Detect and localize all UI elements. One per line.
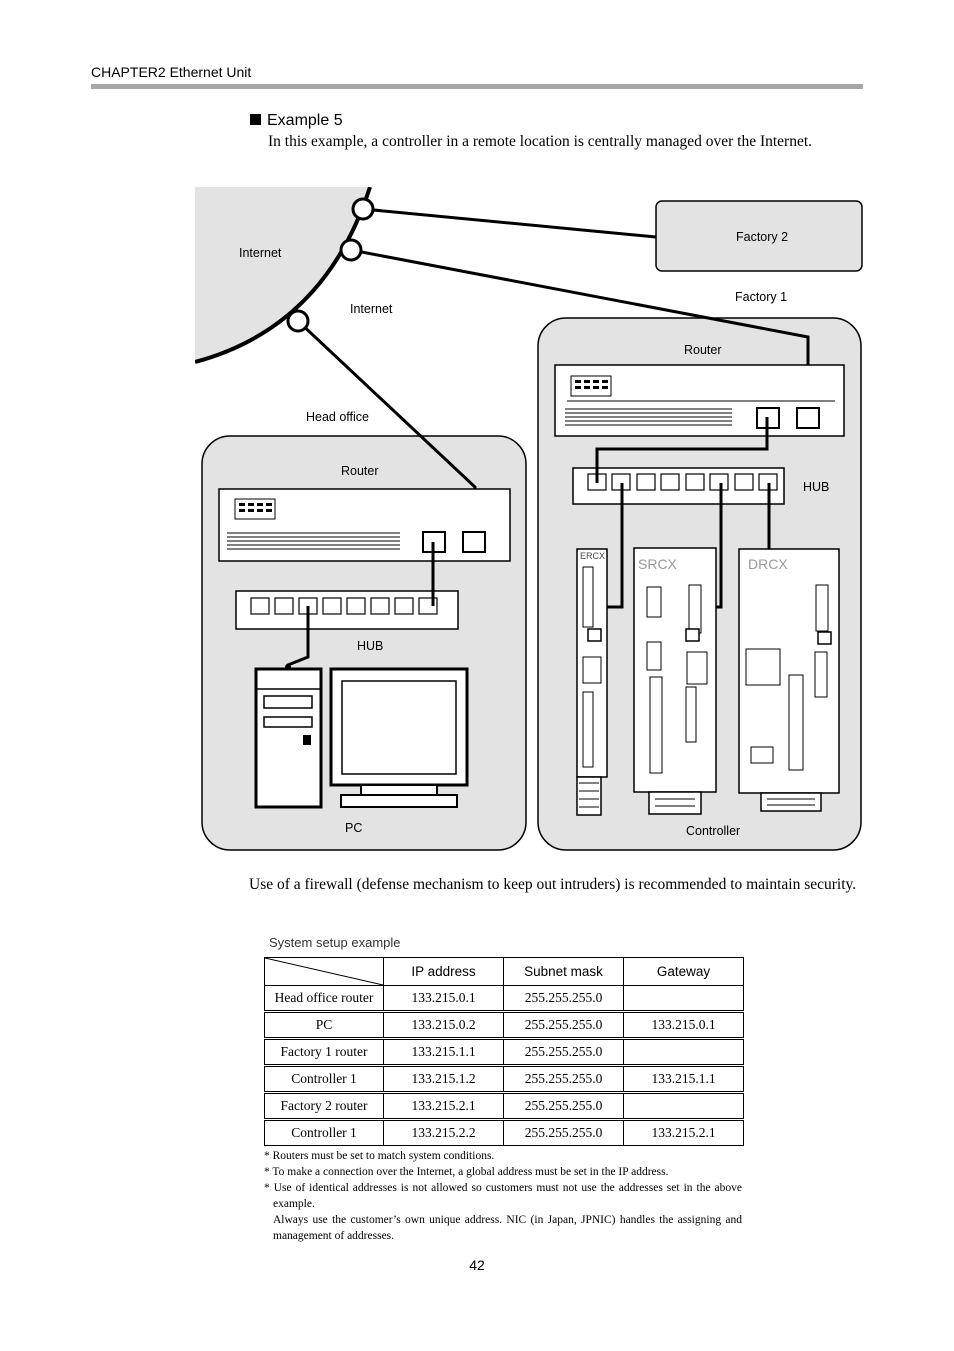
internet-cloud: [195, 187, 370, 362]
row-gateway: 133.215.2.1: [623, 1118, 744, 1146]
label-hub-factory: HUB: [803, 480, 829, 494]
row-mask: 255.255.255.0: [503, 985, 624, 1012]
table-row: Head office router 133.215.0.1 255.255.2…: [264, 985, 744, 1012]
row-gateway: 133.215.0.1: [623, 1010, 744, 1039]
table-row: Controller 1 133.215.2.2 255.255.255.0 1…: [264, 1118, 744, 1146]
row-ip: 133.215.1.2: [383, 1064, 504, 1093]
row-mask: 255.255.255.0: [503, 1010, 624, 1039]
label-factory-2: Factory 2: [736, 230, 788, 244]
head-office-hub: [235, 590, 459, 630]
head-office-router: [218, 488, 511, 562]
lan-router-hub-factory: [595, 417, 769, 483]
label-pc: PC: [345, 821, 362, 835]
row-ip: 133.215.0.1: [383, 985, 504, 1012]
column-header-mask: Subnet mask: [503, 957, 624, 986]
row-gateway: [623, 985, 744, 1012]
row-name: Head office router: [264, 985, 384, 1012]
table-row: Controller 1 133.215.1.2 255.255.255.0 1…: [264, 1064, 744, 1093]
row-gateway: 133.215.1.1: [623, 1064, 744, 1093]
label-router-head: Router: [341, 464, 379, 478]
row-name: Factory 2 router: [264, 1091, 384, 1120]
corner-diagonal: [265, 958, 383, 985]
table-caption: System setup example: [269, 935, 401, 950]
wan-line-factory-2: [362, 207, 657, 239]
example-title: Example 5: [267, 112, 343, 129]
chapter-header: CHAPTER2 Ethernet Unit: [91, 64, 252, 80]
footnote: * Use of identical addresses is not allo…: [264, 1182, 742, 1210]
row-gateway: [623, 1037, 744, 1066]
label-controller: Controller: [686, 824, 740, 838]
row-mask: 255.255.255.0: [503, 1118, 624, 1146]
label-router-factory: Router: [684, 343, 722, 357]
row-ip: 133.215.2.2: [383, 1118, 504, 1146]
row-ip: 133.215.2.1: [383, 1091, 504, 1120]
label-internet-1: Internet: [239, 246, 282, 260]
row-gateway: [623, 1091, 744, 1120]
internet-node-1: [351, 197, 375, 221]
label-internet-2: Internet: [350, 302, 393, 316]
label-factory-1: Factory 1: [735, 290, 787, 304]
pc-tower: [254, 667, 323, 809]
pc-monitor: [329, 667, 469, 808]
factory-1-hub: [572, 467, 785, 505]
row-ip: 133.215.1.1: [383, 1037, 504, 1066]
row-mask: 255.255.255.0: [503, 1091, 624, 1120]
network-diagram: ERCX SRCX DRCX Internet Internet F: [195, 187, 863, 851]
footnote: * Routers must be set to match system co…: [264, 1150, 495, 1162]
example-description: In this example, a controller in a remot…: [268, 133, 813, 150]
internet-boundary: [195, 187, 372, 364]
row-mask: 255.255.255.0: [503, 1064, 624, 1093]
square-bullet-icon: [250, 114, 261, 125]
label-hub-head: HUB: [357, 639, 383, 653]
drcx-controller: DRCX: [738, 548, 840, 812]
row-mask: 255.255.255.0: [503, 1037, 624, 1066]
svg-text:SRCX: SRCX: [638, 556, 678, 572]
header-rule: [91, 84, 863, 89]
svg-text:DRCX: DRCX: [748, 556, 788, 572]
firewall-paragraph: Use of a firewall (defense mechanism to …: [249, 876, 857, 893]
table-row: Factory 2 router 133.215.2.1 255.255.255…: [264, 1091, 744, 1120]
table-corner-cell: [264, 957, 384, 986]
ercx-controller: ERCX: [576, 548, 608, 816]
row-name: Controller 1: [264, 1064, 384, 1093]
example-heading: Example 5: [250, 112, 343, 130]
srcx-controller: SRCX: [633, 547, 717, 815]
page-number: 42: [469, 1257, 485, 1273]
column-header-ip: IP address: [383, 957, 504, 986]
footnote-continuation: Always use the customer’s own unique add…: [273, 1214, 742, 1242]
row-ip: 133.215.0.2: [383, 1010, 504, 1039]
row-name: Controller 1: [264, 1118, 384, 1146]
row-name: Factory 1 router: [264, 1037, 384, 1066]
footnote: * To make a connection over the Internet…: [264, 1166, 669, 1178]
factory-1-router: [554, 364, 845, 437]
row-name: PC: [264, 1010, 384, 1039]
system-setup-table: IP address Subnet mask Gateway Head offi…: [264, 957, 744, 1146]
table-header-row: IP address Subnet mask Gateway: [264, 957, 744, 986]
table-row: PC 133.215.0.2 255.255.255.0 133.215.0.1: [264, 1010, 744, 1039]
label-head-office: Head office: [306, 410, 369, 424]
internet-node-2: [339, 238, 363, 262]
svg-text:ERCX: ERCX: [580, 551, 605, 561]
internet-node-3: [286, 309, 310, 333]
table-row: Factory 1 router 133.215.1.1 255.255.255…: [264, 1037, 744, 1066]
footnotes: * Routers must be set to match system co…: [264, 1148, 742, 1244]
column-header-gateway: Gateway: [623, 957, 744, 986]
